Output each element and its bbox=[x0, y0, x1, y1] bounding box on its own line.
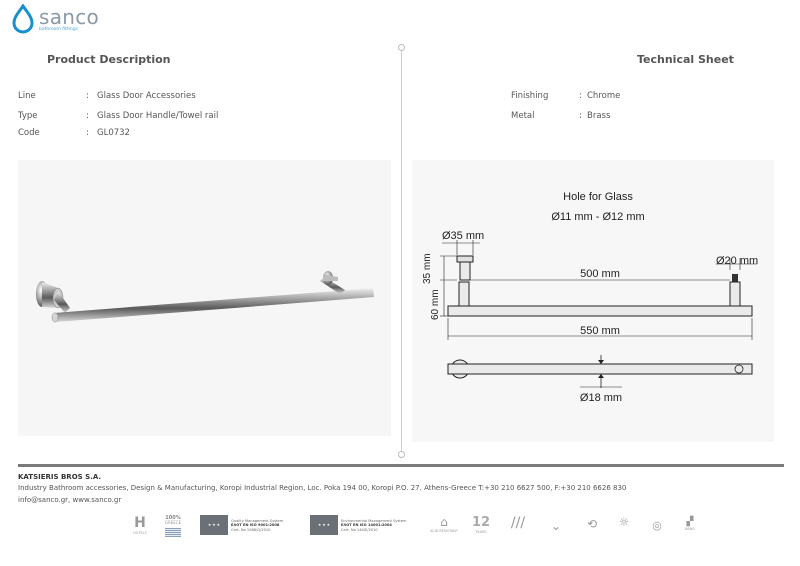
spec-row-metal: Metal : Brass bbox=[511, 111, 711, 123]
spec-separator: : bbox=[579, 111, 582, 121]
spec-row-type: Type : Glass Door Handle/Towel rail bbox=[18, 111, 318, 123]
column-divider bbox=[401, 48, 402, 456]
brand-tagline: bathroom fittings bbox=[39, 27, 78, 32]
dim-height-top: 35 mm bbox=[422, 253, 433, 284]
hotels-label: HOTELS bbox=[133, 531, 147, 535]
acid-resistant-badge: ⌂ ACID RESISTANT bbox=[430, 515, 458, 533]
brand-name: sanco bbox=[39, 5, 100, 29]
divider-top-dot bbox=[398, 44, 405, 51]
eco-seal-icon: ◎ bbox=[652, 519, 662, 532]
spec-separator: : bbox=[86, 111, 89, 121]
spec-value: Chrome bbox=[587, 91, 621, 101]
spec-separator: : bbox=[579, 91, 582, 101]
ems-title: Environmental Management System bbox=[341, 519, 407, 523]
spec-value: Brass bbox=[587, 111, 611, 121]
hotels-badge: H HOTELS bbox=[130, 515, 150, 545]
spec-value: Glass Door Accessories bbox=[97, 91, 196, 101]
dim-inner: 500 mm bbox=[580, 268, 620, 280]
eu-stars-icon: ★ ★ ★ bbox=[200, 515, 228, 535]
towel-rail-image bbox=[36, 271, 374, 323]
water-drop-icon bbox=[12, 4, 34, 34]
wave-icon: ⌄ bbox=[550, 519, 562, 533]
warranty-years-number: 12 bbox=[471, 515, 491, 530]
divider-bottom-dot bbox=[398, 451, 405, 458]
technical-sheet-title: Technical Sheet bbox=[637, 53, 734, 66]
made-in-greece-badge: 100% GREECE bbox=[163, 515, 183, 545]
technical-drawing-svg: Hole for Glass Ø11 mm - Ø12 mm Ø35 mm Ø2… bbox=[422, 191, 758, 404]
company-name: KATSIERIS BROS S.A. bbox=[18, 473, 102, 481]
spec-label: Type bbox=[18, 111, 38, 121]
spec-label: Line bbox=[18, 91, 36, 101]
warranty-years-label: YEARS bbox=[475, 530, 487, 534]
warranty-badge: 12 YEARS bbox=[470, 515, 492, 545]
spec-label: Metal bbox=[511, 111, 535, 121]
iso14001-badge: ★ ★ ★ Environmental Management System ΕΛ… bbox=[310, 515, 420, 545]
nano-badge: ▞ NANO bbox=[678, 515, 702, 545]
spec-separator: : bbox=[86, 91, 89, 101]
technical-drawing: Hole for Glass Ø11 mm - Ø12 mm Ø35 mm Ø2… bbox=[412, 160, 774, 442]
greek-flag-icon bbox=[165, 527, 181, 537]
recycle-icon: ⟲ bbox=[586, 517, 598, 531]
spec-label: Code bbox=[18, 128, 40, 138]
product-photo bbox=[18, 160, 391, 436]
greece-label: GREECE bbox=[164, 520, 182, 525]
dim-flange: Ø35 mm bbox=[442, 230, 484, 242]
footer-rule bbox=[18, 464, 784, 467]
company-contact: info@sanco.gr, www.sanco.gr bbox=[18, 496, 122, 504]
nano-label: NANO bbox=[684, 527, 696, 531]
hole-title: Hole for Glass bbox=[563, 191, 633, 203]
stripes-icon: /// bbox=[510, 515, 526, 531]
dim-bar: Ø18 mm bbox=[580, 392, 622, 404]
hole-sizes: Ø11 mm - Ø12 mm bbox=[551, 211, 644, 223]
qms-standard: ΕΛΟΤ EN ISO 9001:2008 bbox=[231, 523, 280, 528]
spec-value: GL0732 bbox=[97, 128, 130, 138]
spec-row-finishing: Finishing : Chrome bbox=[511, 91, 711, 103]
greece-percent: 100% bbox=[165, 515, 181, 521]
certification-strip: H HOTELS 100% GREECE ★ ★ ★ Quality Manag… bbox=[125, 515, 705, 545]
iso9001-badge: ★ ★ ★ Quality Management System ΕΛΟΤ EN … bbox=[200, 515, 310, 545]
spec-row-line: Line : Glass Door Accessories bbox=[18, 91, 318, 103]
spec-row-code: Code : GL0732 bbox=[18, 128, 318, 140]
qms-title: Quality Management System bbox=[231, 519, 284, 523]
acid-label: ACID RESISTANT bbox=[430, 529, 458, 533]
qms-cert: Cert. No 1068/Q/2010 bbox=[231, 527, 271, 532]
product-description-title: Product Description bbox=[47, 53, 171, 66]
spec-label: Finishing bbox=[511, 91, 549, 101]
eu-stars-icon: ★ ★ ★ bbox=[310, 515, 338, 535]
ems-standard: ΕΛΟΤ EN ISO 14001:2004 bbox=[341, 523, 392, 528]
ems-cert: Cert. No 144/Ε/2010 bbox=[341, 527, 378, 532]
spec-separator: : bbox=[86, 128, 89, 138]
sanco-logo: sanco bathroom fittings bbox=[10, 4, 99, 34]
sun-icon: ☼ bbox=[618, 515, 630, 529]
spec-value: Glass Door Handle/Towel rail bbox=[97, 111, 219, 121]
dim-total: 550 mm bbox=[580, 325, 620, 337]
company-address: Industry Bathroom accessories, Design & … bbox=[18, 484, 627, 492]
dim-post: Ø20 mm bbox=[716, 255, 758, 267]
dim-height: 60 mm bbox=[430, 289, 441, 320]
